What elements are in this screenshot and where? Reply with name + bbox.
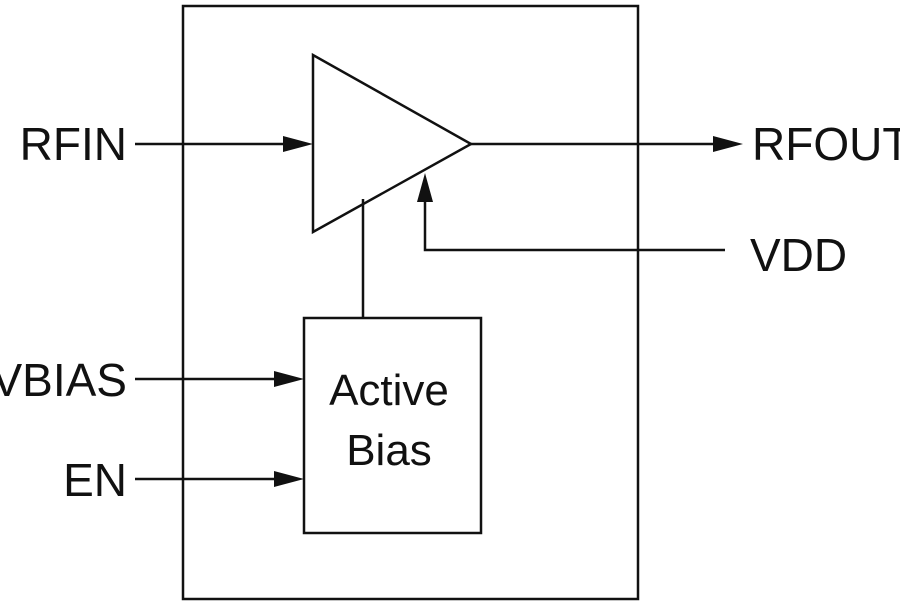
rfin-arrow-icon [283, 136, 313, 152]
active-bias-label-line1: Active [329, 366, 449, 415]
rfin-label: RFIN [20, 118, 127, 170]
chip-boundary [181, 4, 640, 601]
rfout-arrow-icon [713, 136, 743, 152]
en-label: EN [63, 454, 127, 506]
amplifier-triangle [311, 52, 474, 235]
active-bias-block [302, 316, 483, 535]
vdd-arrow-icon [417, 173, 433, 202]
vdd-label: VDD [750, 229, 847, 281]
active-bias-label-line2: Bias [346, 426, 432, 475]
rfout-label: RFOUT [752, 118, 900, 170]
vdd-wire [423, 195, 725, 252]
vbias-label: VBIAS [0, 354, 127, 406]
en-arrow-icon [274, 471, 304, 487]
vbias-arrow-icon [274, 371, 304, 387]
